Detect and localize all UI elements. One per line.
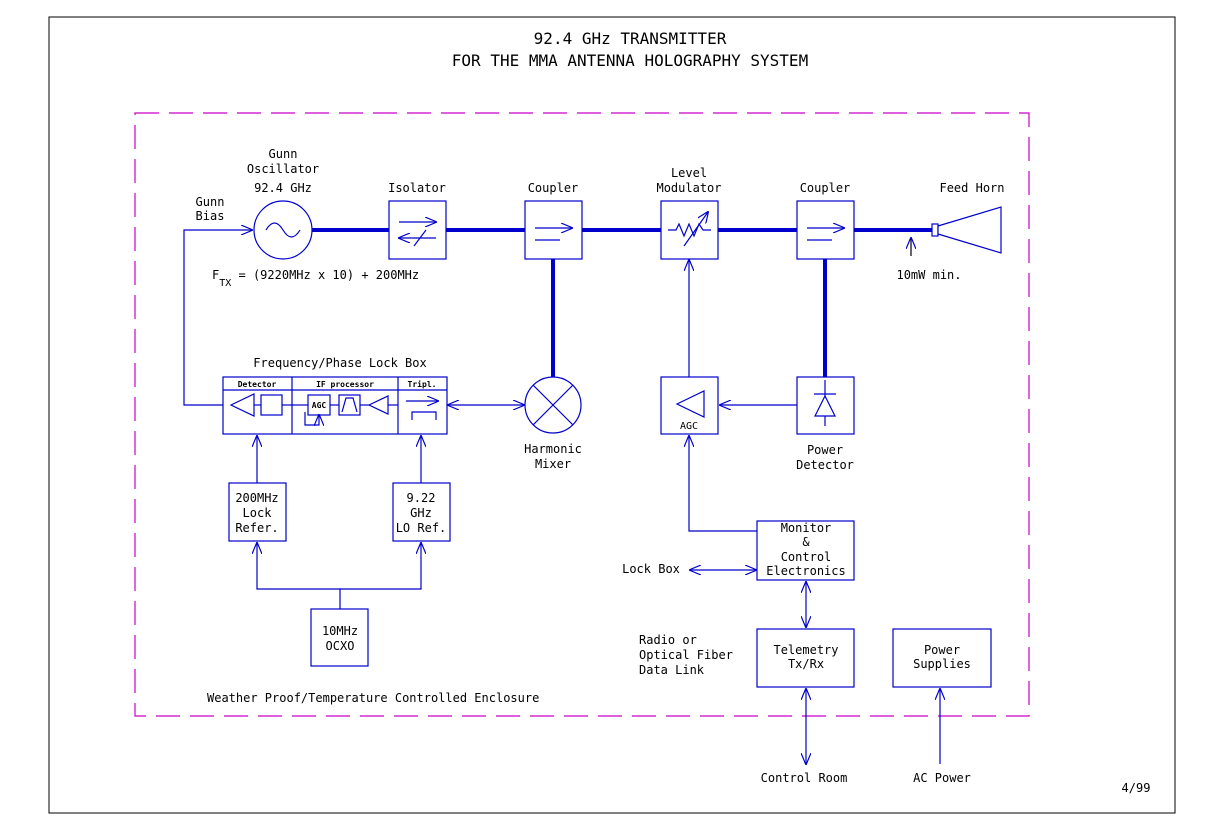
gunn-oscillator-label-2: Oscillator — [247, 162, 319, 176]
lo-ref-label-2: GHz — [410, 506, 432, 520]
power-detector-label-2: Detector — [796, 458, 854, 472]
page-frame — [48, 16, 1176, 814]
gunn-frequency: 92.4 GHz — [254, 181, 312, 195]
harmonic-mixer-label-2: Mixer — [535, 457, 571, 471]
ref-200mhz-label-3: Refer. — [235, 521, 278, 535]
agc-label: AGC — [680, 421, 698, 432]
telemetry-box — [756, 628, 855, 688]
power-detector-label-1: Power — [807, 443, 843, 457]
power-level-label: 10mW min. — [896, 268, 961, 282]
rf-path — [312, 228, 932, 378]
harmonic-mixer-label-1: Harmonic — [524, 442, 582, 456]
pll-detector-label: Detector — [238, 380, 277, 389]
coupler-1-label: Coupler — [528, 181, 579, 195]
control-room-label: Control Room — [761, 771, 848, 785]
title-line-1: 92.4 GHz TRANSMITTER — [534, 29, 727, 48]
lo-ref-label-1: 9.22 — [407, 491, 436, 505]
pll-box-label: Frequency/Phase Lock Box — [253, 356, 426, 370]
ocxo-to-refs-line — [257, 543, 341, 609]
gunn-bias-line — [183, 230, 252, 406]
level-modulator — [660, 200, 719, 260]
lock-box-label: Lock Box — [622, 562, 680, 576]
ocxo-box — [310, 608, 369, 667]
ac-power-label: AC Power — [913, 771, 971, 785]
telemetry-label-2: Tx/Rx — [788, 657, 824, 671]
power-detector — [796, 376, 855, 435]
power-supplies-box — [892, 628, 992, 688]
harmonic-mixer — [524, 376, 582, 434]
ref-200mhz-label-1: 200MHz — [235, 491, 278, 505]
mce-box — [756, 520, 855, 581]
mce-label-4: Electronics — [766, 564, 845, 578]
isolator — [388, 200, 447, 260]
ocxo-label-2: OCXO — [326, 639, 355, 653]
gunn-oscillator-label-1: Gunn — [269, 147, 298, 161]
ocxo-to-lo-line — [340, 543, 421, 590]
feed-horn — [931, 206, 1002, 254]
ref-200mhz-box — [228, 482, 287, 542]
ocxo-label-1: 10MHz — [322, 624, 358, 638]
radio-label-3: Data Link — [639, 663, 705, 677]
gunn-bias-label-2: Bias — [196, 209, 225, 223]
mce-label-2: & — [802, 535, 810, 549]
agc-block — [660, 376, 719, 435]
coupler-2 — [796, 200, 855, 260]
pll-agc-label: AGC — [312, 401, 327, 410]
coupler-1 — [524, 200, 583, 260]
title-line-2: FOR THE MMA ANTENNA HOLOGRAPHY SYSTEM — [452, 51, 808, 70]
lo-ref-label-3: LO Ref. — [396, 521, 447, 535]
gunn-oscillator — [253, 200, 313, 260]
mce-label-1: Monitor — [781, 521, 832, 535]
mce-label-3: Control — [781, 550, 832, 564]
lo-ref-box — [392, 482, 451, 542]
power-supplies-label-1: Power — [924, 643, 960, 657]
pll-if-processor-label: IF processor — [316, 380, 374, 389]
mce-to-agc-line — [689, 436, 757, 532]
feed-horn-label: Feed Horn — [939, 181, 1004, 195]
radio-label-2: Optical Fiber — [639, 648, 733, 662]
ftx-equation: FTX = (9220MHz x 10) + 200MHz — [212, 268, 419, 289]
level-modulator-label-2: Modulator — [656, 181, 721, 195]
date-label: 4/99 — [1122, 781, 1151, 795]
pll-box — [222, 376, 448, 435]
power-supplies-label-2: Supplies — [913, 657, 971, 671]
pll-tripler-label: Tripl. — [408, 379, 437, 389]
telemetry-label-1: Telemetry — [773, 643, 838, 657]
ref-200mhz-label-2: Lock — [243, 506, 273, 520]
enclosure-boundary — [134, 112, 1030, 717]
radio-label-1: Radio or — [639, 633, 697, 647]
enclosure-label: Weather Proof/Temperature Controlled Enc… — [207, 691, 539, 705]
gunn-bias-label-1: Gunn — [196, 195, 225, 209]
coupler-2-label: Coupler — [800, 181, 851, 195]
level-modulator-label-1: Level — [671, 166, 707, 180]
isolator-label: Isolator — [388, 181, 446, 195]
